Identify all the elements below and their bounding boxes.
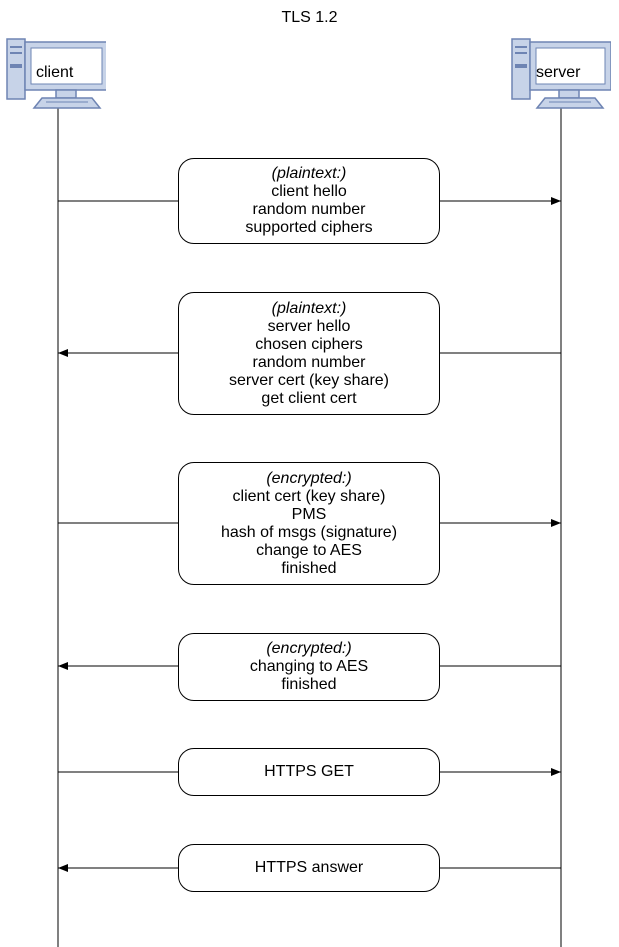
message-line: finished <box>281 559 337 577</box>
message-box-6: HTTPS answer <box>178 844 440 892</box>
message-header: (encrypted:) <box>266 469 352 487</box>
message-box-3: (encrypted:) client cert (key share) PMS… <box>178 462 440 585</box>
server-computer: server <box>511 38 611 110</box>
message-line: server cert (key share) <box>228 371 390 389</box>
client-label: client <box>36 64 74 81</box>
message-header: (plaintext:) <box>271 165 347 182</box>
message-line: change to AES <box>256 541 362 559</box>
message-line: chosen ciphers <box>255 335 363 353</box>
message-line: client cert (key share) <box>232 487 386 505</box>
client-computer: client <box>6 38 106 110</box>
message-box-2: (plaintext:) server hello chosen ciphers… <box>178 292 440 415</box>
message-line: server hello <box>267 317 351 335</box>
server-label: server <box>536 64 581 81</box>
message-line: finished <box>281 676 337 693</box>
message-header: (encrypted:) <box>266 640 352 657</box>
computer-icon <box>6 38 106 109</box>
message-box-1: (plaintext:) client hello random number … <box>178 158 440 244</box>
message-line: client hello <box>271 183 347 200</box>
message-line: supported ciphers <box>245 219 373 236</box>
message-line: random number <box>252 201 366 218</box>
message-box-5: HTTPS GET <box>178 748 440 796</box>
message-line: hash of msgs (signature) <box>220 523 398 541</box>
computer-icon <box>511 38 611 109</box>
message-line: HTTPS answer <box>254 859 364 876</box>
message-line: HTTPS GET <box>264 763 354 780</box>
message-line: changing to AES <box>249 658 369 675</box>
message-box-4: (encrypted:) changing to AES finished <box>178 633 440 701</box>
message-line: get client cert <box>261 389 357 407</box>
message-header: (plaintext:) <box>271 299 347 317</box>
message-line: random number <box>252 353 366 371</box>
message-line: PMS <box>291 505 327 523</box>
diagram-title: TLS 1.2 <box>281 9 338 26</box>
